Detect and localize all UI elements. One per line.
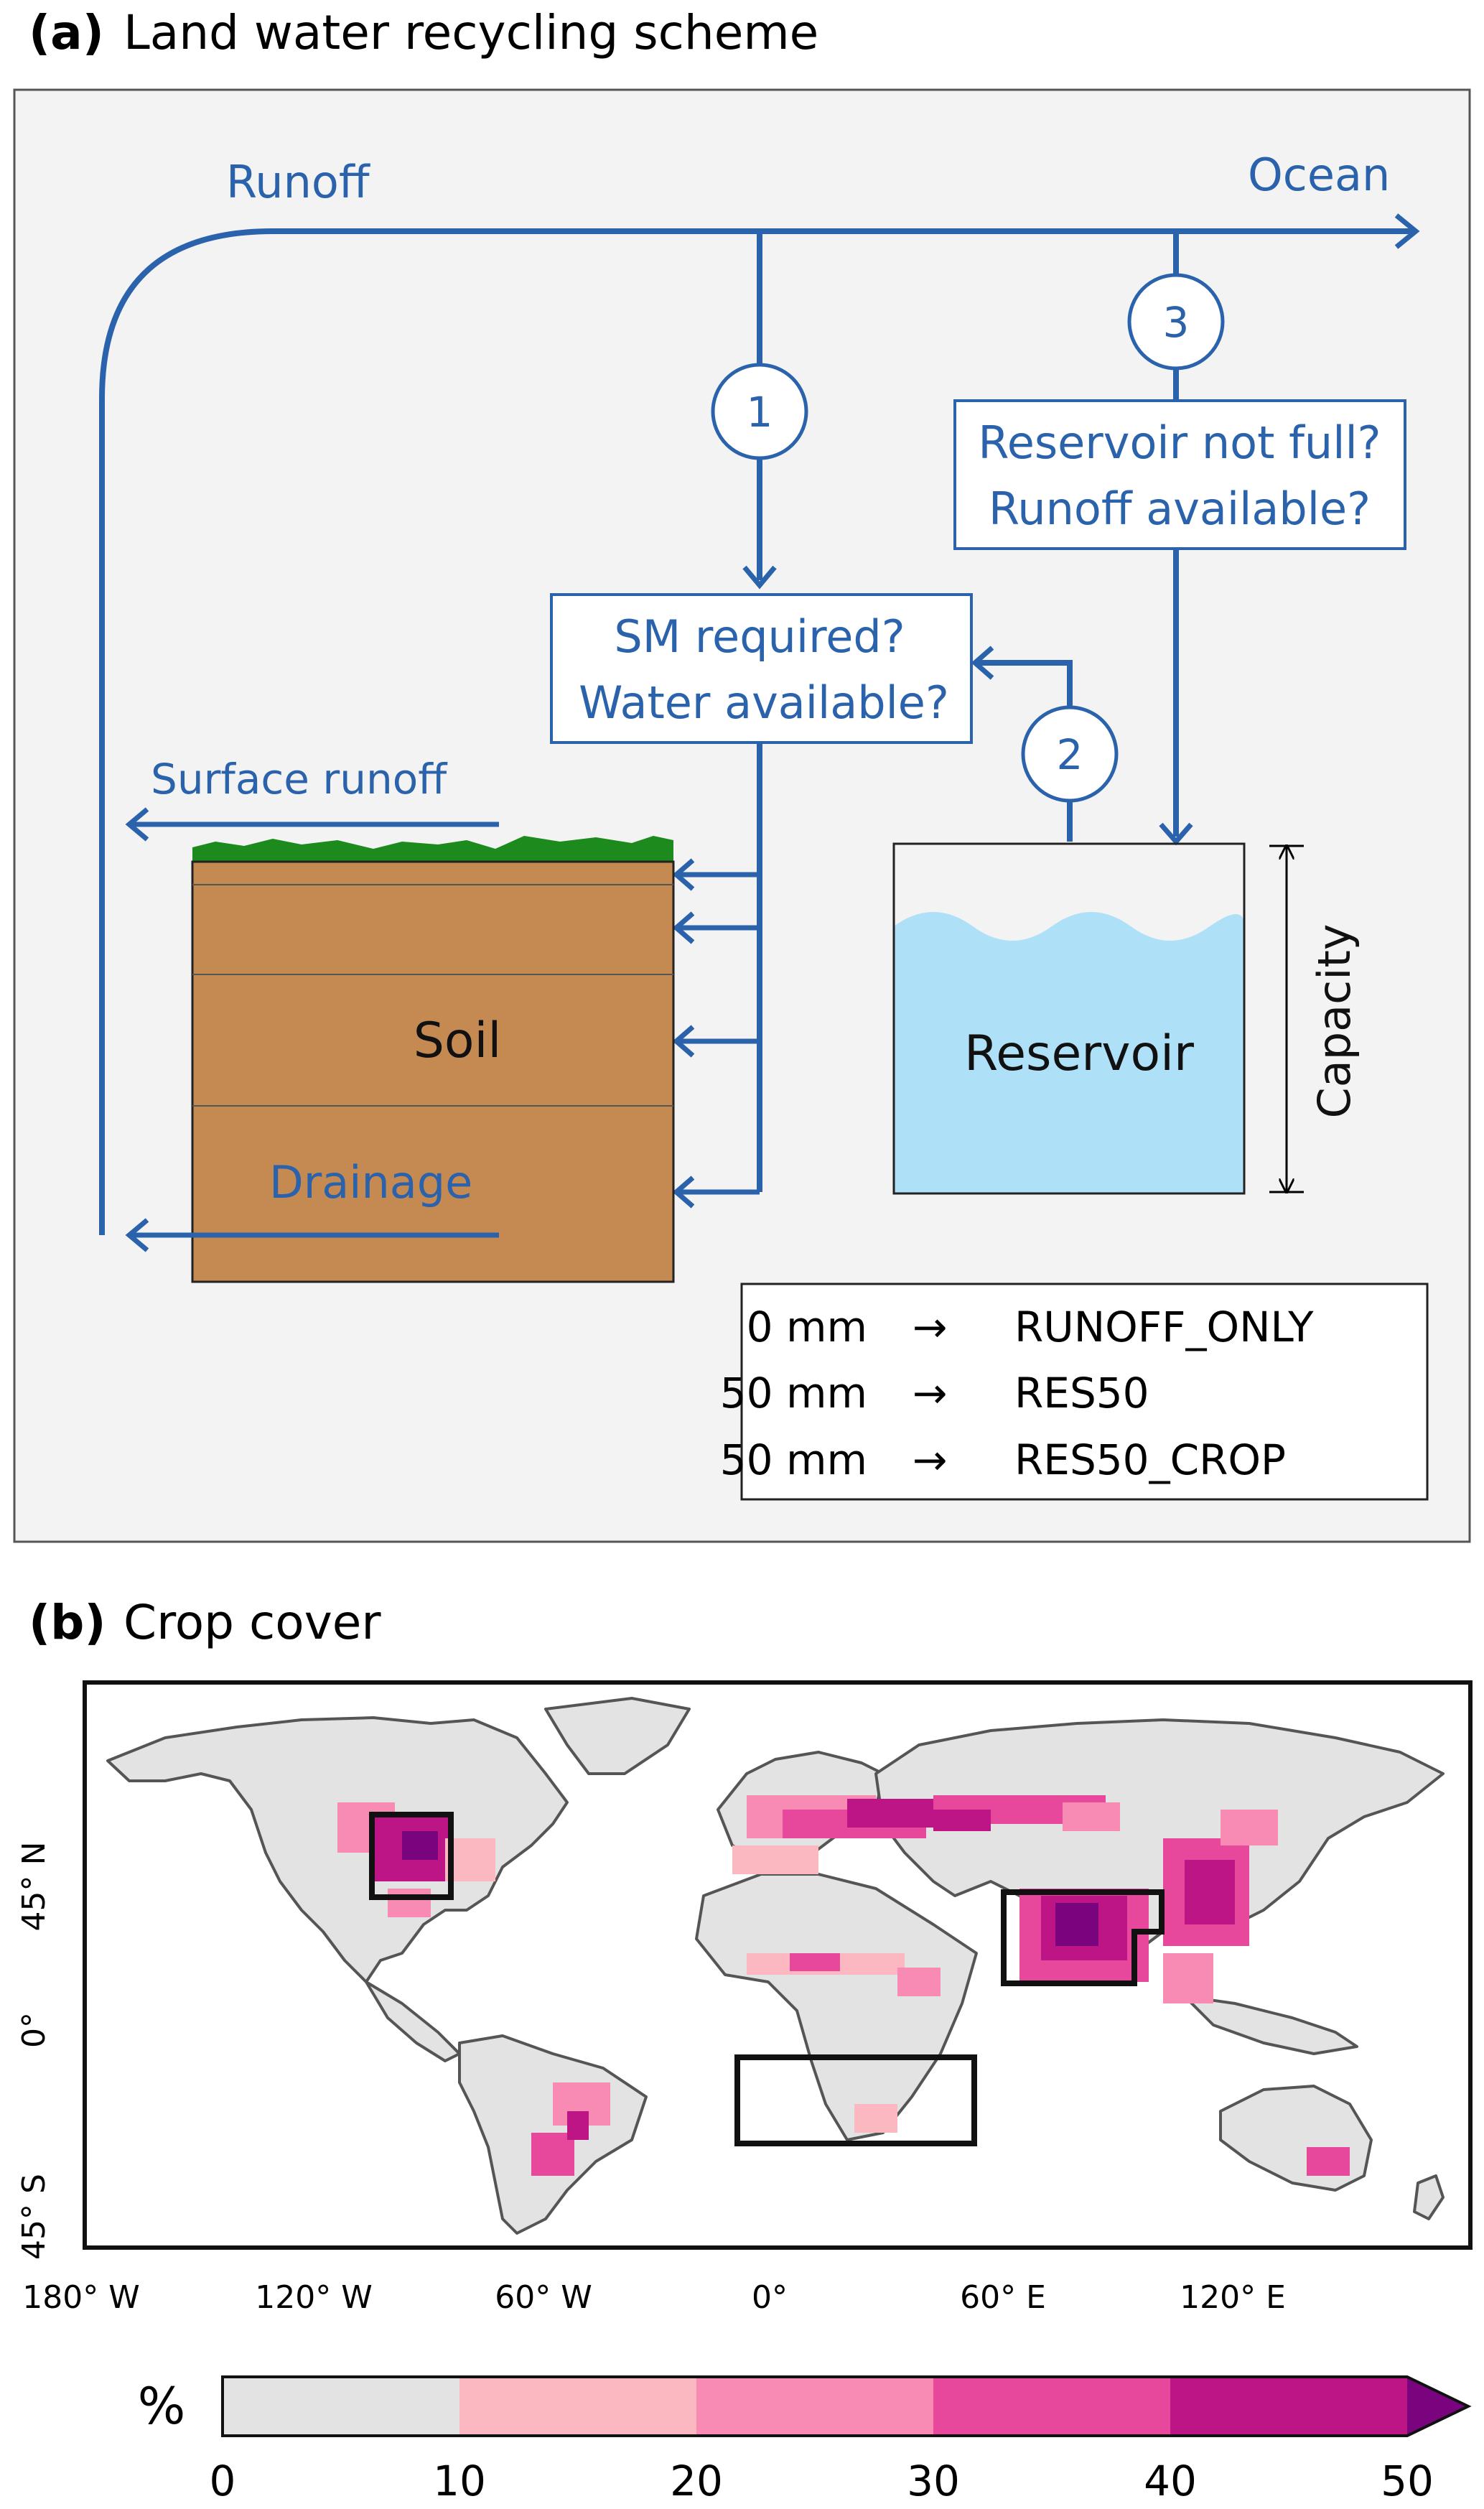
drainage-arrow-head xyxy=(125,1218,149,1252)
soil-label: Soil xyxy=(414,1013,502,1069)
runoff-line xyxy=(99,228,1413,1235)
drainage-label: Drainage xyxy=(269,1156,472,1209)
scenario-name: RES50_CROP xyxy=(1014,1435,1286,1484)
soil-supply-arrows xyxy=(672,858,760,1209)
scenario-amount: 50 mm xyxy=(720,1435,867,1484)
colorbar-tick: 40 xyxy=(1144,2457,1197,2505)
reservoir-water xyxy=(894,912,1245,1193)
greenland xyxy=(544,1697,691,1775)
capacity-label: Capacity xyxy=(1308,924,1361,1119)
region-north-america xyxy=(369,1812,454,1900)
step-3-label: 3 xyxy=(1163,298,1190,347)
colorbar-tick: 0 xyxy=(210,2457,236,2505)
lon-label-60e: 60° E xyxy=(960,2279,1046,2316)
scenario-amount: 0 mm xyxy=(747,1303,867,1351)
ocean-arrow-head xyxy=(1394,213,1420,249)
lon-label-120w: 120° W xyxy=(255,2279,372,2316)
lon-label-180w: 180° W xyxy=(22,2279,139,2316)
lon-label-120e: 120° E xyxy=(1180,2279,1286,2316)
map-frame xyxy=(83,1680,1473,2250)
branch1-arrow-head xyxy=(742,565,777,590)
scenario-name: RES50 xyxy=(1014,1369,1149,1418)
sm-condition-box xyxy=(550,593,973,744)
world-map xyxy=(83,1680,1473,2250)
reservoir-question-1: Reservoir not full? xyxy=(978,416,1381,469)
colorbar-segment xyxy=(933,2377,1170,2436)
panel-a-title: Land water recycling scheme xyxy=(123,5,818,60)
reservoir-fill-arrow-head xyxy=(1159,822,1193,846)
scenario-name: RUNOFF_ONLY xyxy=(1014,1303,1314,1351)
reservoir-question-2: Runoff available? xyxy=(989,483,1371,535)
scenario-amount: 50 mm xyxy=(720,1369,867,1418)
lon-label-60w: 60° W xyxy=(495,2279,592,2316)
panel-b-label: (b) xyxy=(29,1595,106,1650)
soil-block xyxy=(191,860,675,1283)
grass-layer xyxy=(192,836,673,863)
region-southern-africa xyxy=(734,2054,977,2146)
reservoir-condition-box xyxy=(953,399,1406,550)
colorbar-segment xyxy=(459,2377,696,2436)
study-regions xyxy=(369,1812,1165,2146)
sm-question-2: Water available? xyxy=(579,676,949,729)
reservoir-tank xyxy=(892,842,1246,1195)
scenario-arrow: → xyxy=(913,1303,948,1351)
branch2-upper xyxy=(978,660,1073,707)
panel-b: (b) Crop cover xyxy=(16,1595,1473,2505)
panel-a: (a) Land water recycling scheme Runoff O… xyxy=(13,5,1471,1543)
colorbar-outline xyxy=(221,2375,1472,2437)
panel-b-title: Crop cover xyxy=(123,1595,381,1650)
colorbar-tick: 10 xyxy=(433,2457,486,2505)
colorbar-segment xyxy=(223,2377,459,2436)
colorbar-extend-arrow xyxy=(1407,2377,1468,2436)
reservoir-label: Reservoir xyxy=(964,1025,1194,1082)
scenario-arrow: → xyxy=(913,1435,948,1484)
lat-label-45n: 45° N xyxy=(16,1842,52,1932)
surface-runoff-arrow-head xyxy=(125,807,149,842)
colorbar-unit: % xyxy=(138,2377,186,2436)
colorbar-tick: 20 xyxy=(670,2457,723,2505)
colorbar-segment xyxy=(1170,2377,1407,2436)
lat-label-0: 0° xyxy=(16,2012,52,2048)
ocean-label: Ocean xyxy=(1248,149,1390,201)
scenario-legend xyxy=(740,1283,1429,1501)
lon-label-0: 0° xyxy=(752,2279,788,2316)
surface-runoff-label: Surface runoff xyxy=(151,755,448,804)
runoff-label: Runoff xyxy=(226,156,370,208)
scenario-row: 50 mm → RES50_CROP xyxy=(720,1435,1286,1484)
lat-label-45s: 45° S xyxy=(16,2174,52,2260)
colorbar-tick: 50 xyxy=(1381,2457,1434,2505)
scenario-arrow: → xyxy=(913,1369,948,1418)
scenario-row: 50 mm → RES50 xyxy=(720,1369,1149,1418)
crop-patches xyxy=(337,1795,1350,2176)
region-south-asia xyxy=(1001,1889,1165,1986)
sm-question-1: SM required? xyxy=(614,610,905,663)
central-america xyxy=(365,1980,461,2062)
colorbar-segment xyxy=(696,2377,933,2436)
branch2-arrow-head xyxy=(971,646,994,680)
panel-a-label: (a) xyxy=(29,5,104,60)
southeast-asia xyxy=(1183,1995,1358,2055)
new-zealand xyxy=(1413,2174,1445,2220)
step-2-label: 2 xyxy=(1057,730,1083,779)
colorbar-tick: 30 xyxy=(907,2457,960,2505)
scenario-row: 0 mm → RUNOFF_ONLY xyxy=(747,1303,1315,1351)
step-1-label: 1 xyxy=(747,388,773,437)
colorbar: % 0 10 20 30 40 50 xyxy=(138,2375,1472,2505)
